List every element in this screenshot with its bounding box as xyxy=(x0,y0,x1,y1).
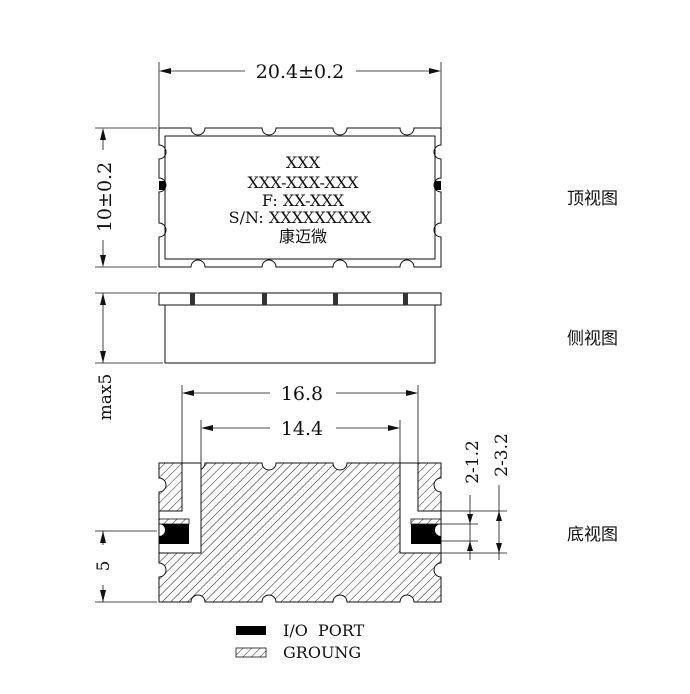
top-width-dimension: 20.4±0.2 xyxy=(256,61,344,83)
side-body xyxy=(164,304,436,364)
marking-line-2: XXX-XXX-XXX xyxy=(247,173,359,192)
left-io-pad xyxy=(159,524,189,544)
marking-line-4: S/N: XXXXXXXXX xyxy=(229,208,372,227)
marking-line-1: XXX xyxy=(286,153,321,172)
bottom-outer-dimension: 16.8 xyxy=(281,383,323,405)
bottom-view-label: 底视图 xyxy=(567,525,618,545)
legend: I/O PORT GROUNG xyxy=(235,621,365,662)
top-io-pad-right xyxy=(435,181,441,190)
side-height-dimension: max5 xyxy=(96,374,116,421)
top-view-label: 顶视图 xyxy=(567,189,618,209)
marking-line-3: F: XX-XXX xyxy=(262,191,345,210)
ground-plane xyxy=(158,462,442,603)
right-io-pad xyxy=(411,524,441,544)
side-view: max5 侧视图 xyxy=(95,292,618,421)
pad-pitch-dimension: 2-3.2 xyxy=(492,433,512,477)
legend-ground-swatch xyxy=(235,647,267,658)
top-height-dimension: 10±0.2 xyxy=(94,162,116,232)
side-top-plate xyxy=(158,292,442,306)
top-io-pad-left xyxy=(159,181,165,190)
side-view-label: 侧视图 xyxy=(567,329,618,349)
top-lid xyxy=(164,135,436,260)
pad-offset-dimension: 5 xyxy=(94,561,114,572)
legend-ground-label: GROUNG xyxy=(283,643,361,662)
legend-io-swatch xyxy=(236,626,266,635)
legend-io-label: I/O PORT xyxy=(283,621,365,640)
bottom-inner-dimension: 14.4 xyxy=(281,418,323,440)
marking-line-5: 康迈微 xyxy=(279,227,327,246)
top-view: 20.4±0.2 10±0.2 XXX XXX-XXX-XXX F: XX-XX… xyxy=(94,61,618,268)
bottom-view: 16.8 14.4 2-1.2 2-3.2 xyxy=(94,383,618,603)
pad-width-dimension: 2-1.2 xyxy=(463,440,483,484)
